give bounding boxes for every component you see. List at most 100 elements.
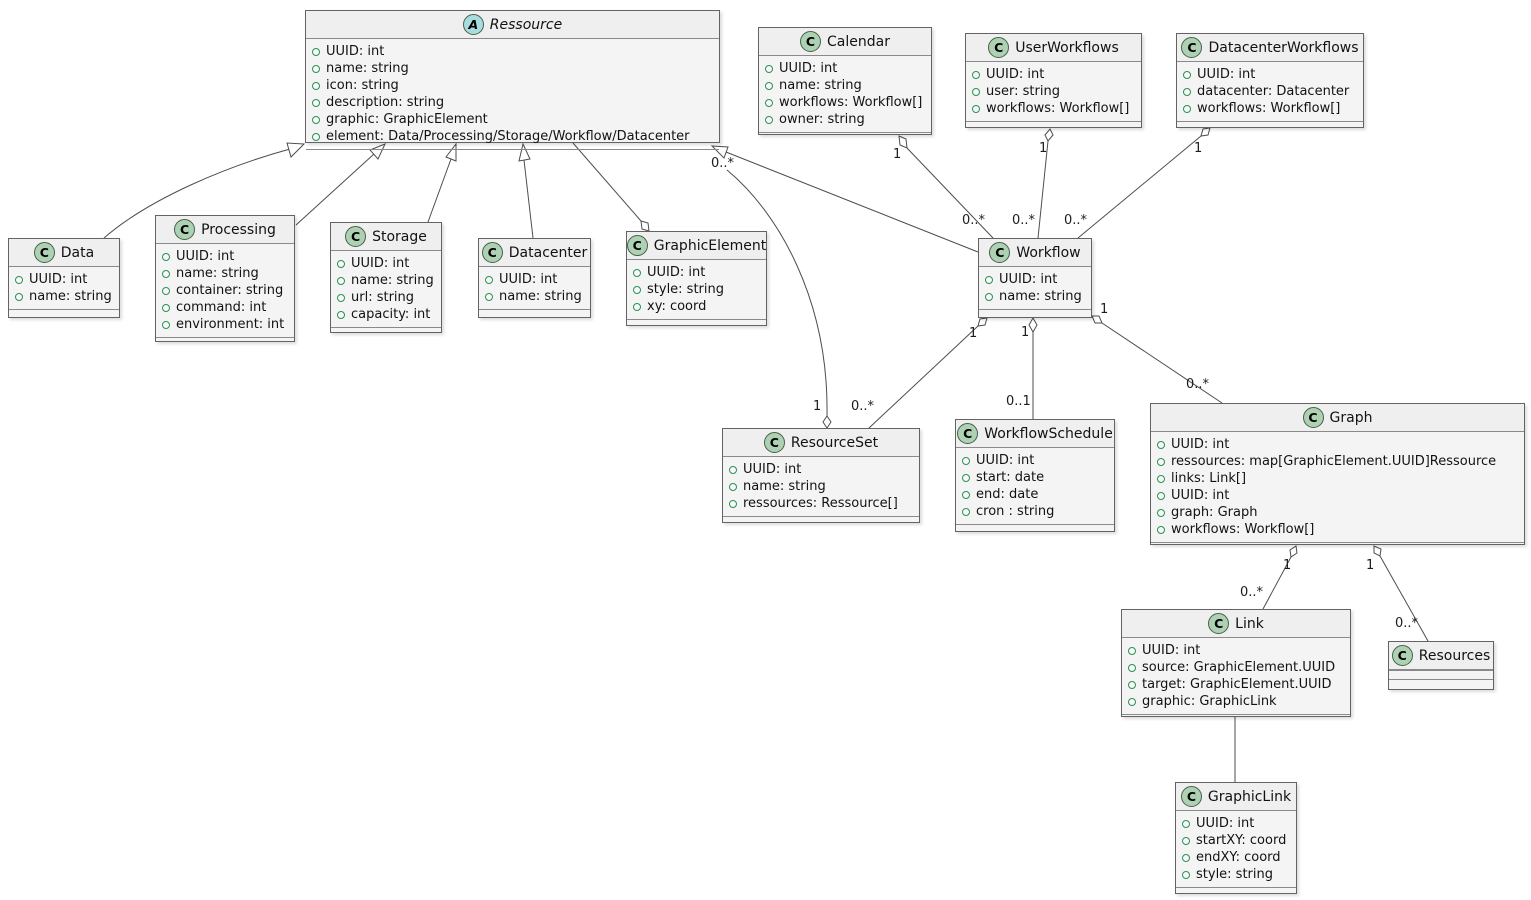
attribute-text: startXY: coord	[1196, 833, 1287, 848]
attribute-text: UUID: int	[29, 272, 88, 287]
attribute-text: workflows: Workflow[]	[1171, 522, 1315, 537]
multiplicity-label: 1	[1021, 325, 1030, 340]
field-bullet-icon	[337, 293, 345, 302]
edge-storage-ressource-line	[427, 158, 452, 223]
edge-data-ressource-line	[103, 148, 291, 239]
field-bullet-icon	[985, 275, 993, 284]
attribute-row: start: date	[962, 469, 1106, 486]
class-title: Data	[60, 244, 95, 261]
attribute-text: UUID: int	[1142, 643, 1201, 658]
attribute-row: graphic: GraphicLink	[1128, 693, 1342, 710]
field-bullet-icon	[972, 87, 980, 96]
aggregation-diamond-icon	[977, 317, 988, 327]
attribute-row: UUID: int	[1183, 66, 1355, 83]
methods-compartment	[479, 309, 590, 317]
class-badge-icon: C	[763, 432, 785, 453]
attributes-compartment: UUID: int name: string workflows: Workfl…	[759, 56, 931, 132]
field-bullet-icon	[972, 70, 980, 79]
field-bullet-icon	[962, 507, 970, 516]
attribute-row: name: string	[337, 272, 434, 289]
multiplicity-label: 0..1	[1006, 394, 1031, 409]
edge-datacenter-ressource-line	[523, 159, 534, 239]
multiplicity-label: 1	[893, 147, 902, 162]
methods-compartment	[9, 309, 119, 317]
edge-workflow-graph-line	[1101, 322, 1223, 404]
field-bullet-icon	[312, 47, 320, 56]
class-badge-icon: C	[345, 226, 367, 247]
attribute-text: UUID: int	[499, 272, 558, 287]
field-bullet-icon	[1157, 491, 1165, 500]
field-bullet-icon	[729, 499, 737, 508]
field-bullet-icon	[485, 275, 493, 284]
attribute-row: ressources: map[GraphicElement.UUID]Ress…	[1157, 453, 1516, 470]
class-badge-icon: C	[626, 235, 648, 256]
field-bullet-icon	[765, 115, 773, 124]
multiplicity-label: 0..*	[1186, 377, 1210, 392]
class-title: Calendar	[827, 33, 890, 50]
field-bullet-icon	[1182, 853, 1190, 862]
attribute-row: UUID: int	[1157, 487, 1516, 504]
field-bullet-icon	[1128, 663, 1136, 672]
attribute-row: xy: coord	[633, 298, 758, 315]
attribute-text: ressources: Ressource[]	[743, 496, 898, 511]
attribute-text: element: Data/Processing/Storage/Workflo…	[326, 129, 690, 144]
attribute-row: url: string	[337, 289, 433, 306]
generalization-arrow-icon	[369, 143, 386, 160]
edge-resourceset-ressource-line	[726, 169, 828, 417]
attribute-text: graphic: GraphicElement	[326, 112, 488, 127]
attributes-compartment: UUID: int name: string ressources: Resso…	[723, 457, 919, 516]
attribute-text: style: string	[1196, 867, 1274, 882]
aggregation-diamond-icon	[1200, 127, 1211, 137]
attribute-row: icon: string	[312, 77, 711, 94]
field-bullet-icon	[1128, 680, 1136, 689]
class-title: Graph	[1329, 409, 1373, 426]
attributes-compartment: UUID: int source: GraphicElement.UUID ta…	[1122, 638, 1350, 714]
attribute-text: name: string	[326, 61, 409, 76]
aggregation-diamond-icon	[1289, 545, 1298, 558]
field-bullet-icon	[1182, 836, 1190, 845]
edge-ressource-graphicelement-line	[572, 142, 642, 222]
attributes-compartment: UUID: int user: string workflows: Workfl…	[966, 62, 1141, 121]
attribute-row: name: string	[15, 288, 112, 305]
class-badge-icon: C	[1180, 786, 1202, 807]
class-badge-icon: C	[1181, 37, 1203, 58]
class-box-ressource: A Ressource UUID: int name: string icon:…	[305, 10, 720, 150]
edge-calendar-workflow-line	[906, 147, 994, 239]
attribute-row: UUID: int	[1182, 815, 1288, 832]
attribute-text: name: string	[779, 78, 862, 93]
attribute-text: UUID: int	[999, 272, 1058, 287]
attributes-compartment: UUID: int name: string icon: string desc…	[306, 39, 719, 149]
attribute-text: UUID: int	[176, 249, 235, 264]
attribute-text: description: string	[326, 95, 445, 110]
aggregation-diamond-icon	[1044, 128, 1054, 142]
attribute-text: workflows: Workflow[]	[779, 95, 923, 110]
methods-compartment	[1389, 679, 1493, 689]
field-bullet-icon	[1128, 646, 1136, 655]
class-header: C Processing	[156, 216, 294, 244]
attribute-text: icon: string	[326, 78, 399, 93]
methods-compartment	[331, 327, 441, 335]
multiplicity-label: 1	[969, 326, 978, 341]
attribute-row: ressources: Ressource[]	[729, 495, 911, 512]
attribute-text: graph: Graph	[1171, 505, 1258, 520]
field-bullet-icon	[765, 98, 773, 107]
field-bullet-icon	[337, 310, 345, 319]
methods-compartment	[1176, 887, 1296, 895]
attribute-row: name: string	[985, 288, 1083, 305]
attribute-row: container: string	[162, 282, 286, 299]
attribute-row: UUID: int	[15, 271, 111, 288]
class-box-calendar: C Calendar UUID: int name: string workfl…	[758, 27, 932, 135]
attributes-compartment: UUID: int name: string	[479, 267, 590, 309]
attribute-text: start: date	[976, 470, 1045, 485]
class-box-graphiclink: C GraphicLink UUID: int startXY: coord e…	[1175, 782, 1297, 894]
field-bullet-icon	[729, 465, 737, 474]
attribute-text: url: string	[351, 290, 415, 305]
attributes-compartment: UUID: int style: string xy: coord	[627, 260, 766, 319]
attribute-text: xy: coord	[647, 299, 707, 314]
attributes-compartment: UUID: int name: string container: string…	[156, 244, 294, 337]
attribute-text: UUID: int	[326, 44, 385, 59]
attribute-text: end: date	[976, 487, 1039, 502]
field-bullet-icon	[1157, 508, 1165, 517]
attribute-row: description: string	[312, 94, 711, 111]
